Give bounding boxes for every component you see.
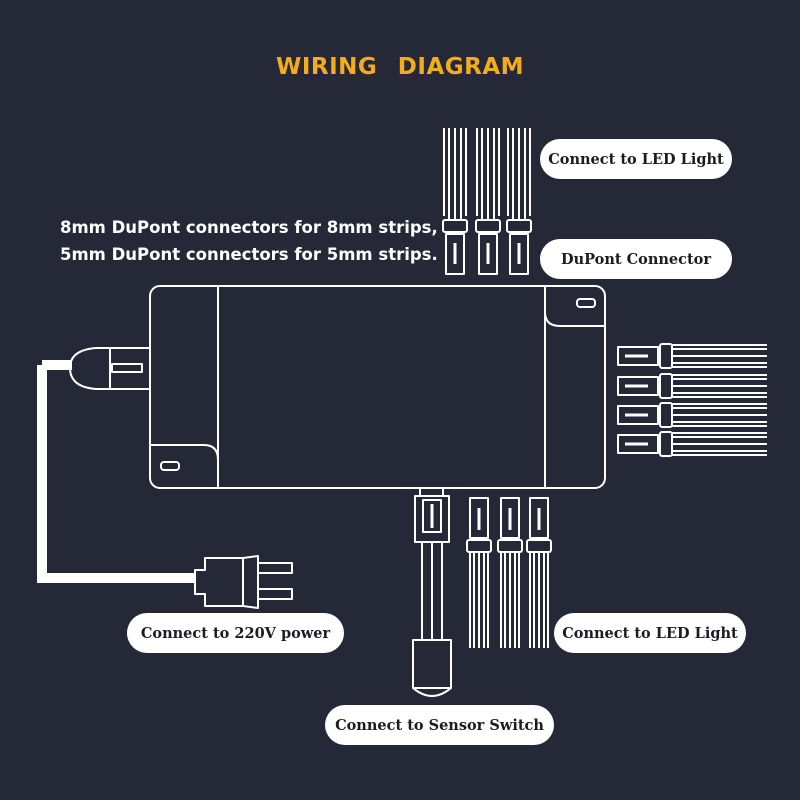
right-connector: [617, 431, 767, 457]
power-cable: [37, 360, 195, 583]
cable-strain-relief: [69, 347, 150, 390]
right-connector: [617, 373, 767, 399]
controller-box: [149, 285, 606, 489]
top-connectors: [442, 128, 532, 275]
bottom-connectors: [466, 497, 552, 648]
bottom-connector: [466, 497, 492, 648]
right-connector: [617, 343, 767, 369]
top-connector: [475, 128, 501, 275]
power-plug: [194, 555, 293, 609]
right-connector: [617, 402, 767, 428]
label-led-light-top: Connect to LED Light: [540, 139, 732, 179]
bottom-connector: [526, 497, 552, 648]
bottom-connector: [497, 497, 523, 648]
label-sensor-switch: Connect to Sensor Switch: [325, 705, 554, 745]
sensor-switch-lead: [412, 488, 452, 697]
connector-size-note: 8mm DuPont connectors for 8mm strips, 5m…: [60, 214, 438, 268]
top-connector: [442, 128, 468, 275]
label-220v-power: Connect to 220V power: [127, 613, 344, 653]
note-line-1: 8mm DuPont connectors for 8mm strips,: [60, 218, 438, 237]
label-dupont-connector: DuPont Connector: [540, 239, 732, 279]
top-connector: [506, 128, 532, 275]
note-line-2: 5mm DuPont connectors for 5mm strips.: [60, 245, 438, 264]
right-connectors: [617, 343, 767, 457]
label-led-light-bottom: Connect to LED Light: [554, 613, 746, 653]
diagram-title: WIRING DIAGRAM: [275, 54, 525, 80]
